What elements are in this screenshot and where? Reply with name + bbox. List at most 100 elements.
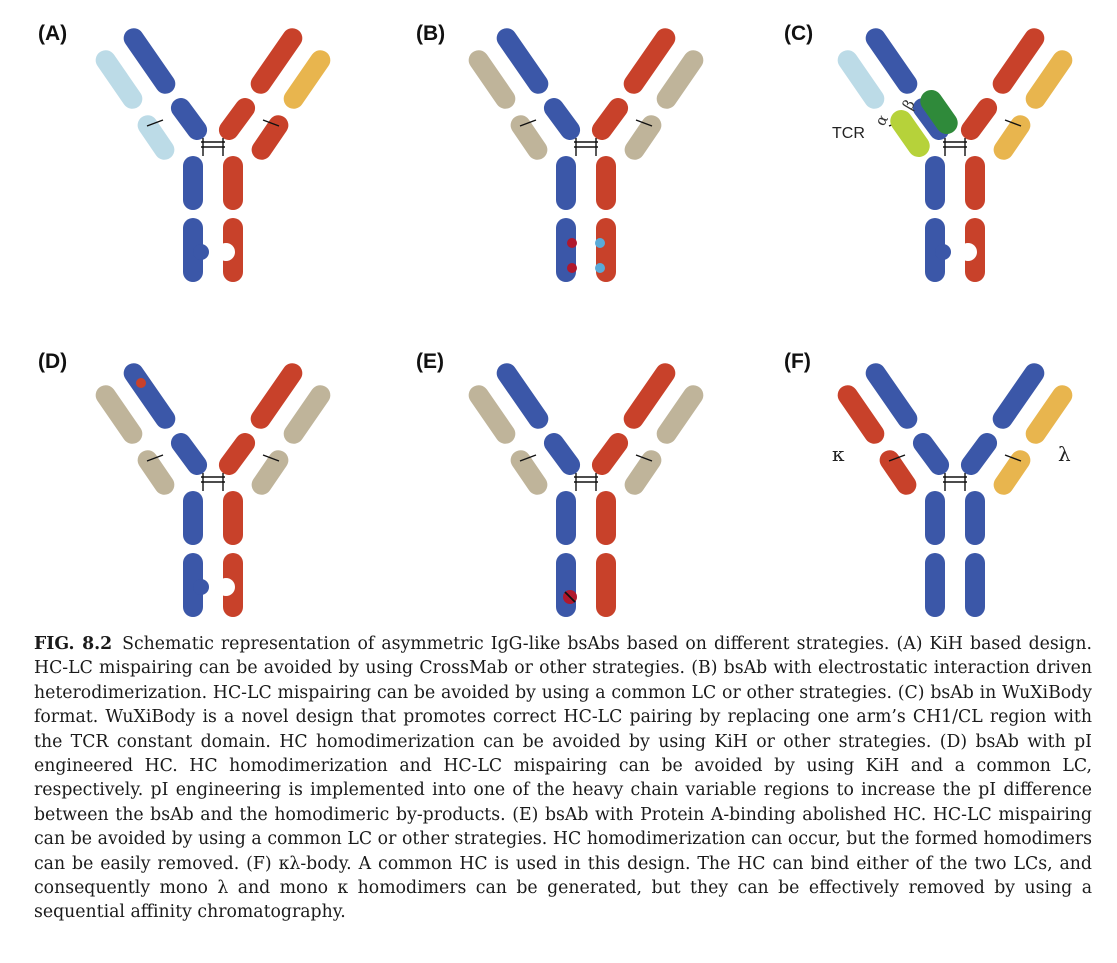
left-heavy-v-domain <box>865 363 918 429</box>
right-heavy-v-domain <box>250 363 303 429</box>
right-heavy-ch1-domain <box>591 98 629 140</box>
panel-label-f: (F) <box>784 350 811 373</box>
left-heavy-ch1-domain <box>543 433 581 475</box>
right-heavy-v-domain <box>250 28 303 94</box>
right-ch2-domain <box>223 156 243 210</box>
left-heavy-v-domain <box>123 363 176 429</box>
antibody-e <box>468 363 704 617</box>
right-heavy-ch1-domain <box>218 98 256 140</box>
positive-charge-dot <box>595 263 605 273</box>
right-light-v-domain <box>283 50 331 109</box>
left-lc-hc-disulfide <box>519 454 537 462</box>
left-heavy-v-domain <box>865 28 918 94</box>
protein-a-abolished-mark <box>564 591 576 603</box>
hole-shape <box>217 578 235 596</box>
panel-label-e: (E) <box>416 350 444 373</box>
left-light-v-domain <box>95 385 143 444</box>
left-light-c-domain <box>879 450 917 495</box>
panel-label-c: (C) <box>784 22 813 45</box>
left-lc-hc-disulfide <box>146 454 164 462</box>
left-lc-hc-disulfide <box>146 119 164 127</box>
left-heavy-ch1-domain <box>543 98 581 140</box>
left-light-c-domain <box>137 450 175 495</box>
right-ch2-domain <box>223 491 243 545</box>
right-ch2-domain <box>596 491 616 545</box>
panel-label-a: (A) <box>38 22 67 45</box>
hole-shape <box>217 243 235 261</box>
left-heavy-v-domain <box>496 28 549 94</box>
right-light-v-domain <box>656 385 704 444</box>
right-light-c-domain <box>251 115 289 160</box>
right-heavy-v-domain <box>623 28 676 94</box>
left-light-c-domain <box>510 450 548 495</box>
negative-charge-dot <box>567 238 577 248</box>
right-ch2-domain <box>965 156 985 210</box>
panel-label-d: (D) <box>38 350 67 373</box>
left-light-v-domain <box>468 385 516 444</box>
panel-label-b: (B) <box>416 22 445 45</box>
left-ch2-domain <box>556 491 576 545</box>
right-light-c-domain <box>993 115 1031 160</box>
caption-text: Schematic representation of asymmetric I… <box>34 634 1092 923</box>
tcr-alpha-domain <box>890 110 930 157</box>
left-light-c-domain <box>137 115 175 160</box>
knob-shape <box>193 579 209 595</box>
right-heavy-v-domain <box>992 363 1045 429</box>
left-heavy-v-domain <box>496 363 549 429</box>
antibody-d <box>95 363 331 617</box>
left-lc-hc-disulfide <box>519 119 537 127</box>
antibody-c <box>837 28 1073 282</box>
antibody-schematic-figure: (A) (B) (C) (D) (E) (F) TCR α β κ λ <box>38 22 1073 617</box>
left-ch2-domain <box>925 156 945 210</box>
right-light-c-domain <box>624 450 662 495</box>
left-heavy-ch1-domain <box>170 98 208 140</box>
right-light-v-domain <box>1025 50 1073 109</box>
right-ch3-domain <box>596 553 616 617</box>
hole-shape <box>959 243 977 261</box>
right-heavy-v-domain <box>992 28 1045 94</box>
right-ch2-domain <box>965 491 985 545</box>
positive-charge-dot <box>595 238 605 248</box>
right-light-v-domain <box>1025 385 1073 444</box>
left-light-v-domain <box>95 50 143 109</box>
right-lc-hc-disulfide <box>1004 119 1022 127</box>
left-light-v-domain <box>468 50 516 109</box>
left-ch3-domain <box>556 553 576 617</box>
left-ch3-domain <box>925 218 945 282</box>
right-lc-hc-disulfide <box>262 119 280 127</box>
left-heavy-ch1-domain <box>170 433 208 475</box>
left-light-v-domain <box>837 385 885 444</box>
lambda-label: λ <box>1058 442 1071 466</box>
pi-engineering-dot <box>136 378 146 388</box>
right-heavy-ch1-domain <box>960 433 998 475</box>
left-ch2-domain <box>556 156 576 210</box>
left-ch3-domain <box>183 553 203 617</box>
negative-charge-dot <box>567 263 577 273</box>
knob-shape <box>935 244 951 260</box>
right-heavy-v-domain <box>623 363 676 429</box>
left-lc-hc-disulfide <box>888 454 906 462</box>
alpha-label: α <box>871 111 892 129</box>
right-lc-hc-disulfide <box>262 454 280 462</box>
left-ch3-domain <box>183 218 203 282</box>
left-light-v-domain <box>837 50 885 109</box>
right-ch2-domain <box>596 156 616 210</box>
right-heavy-ch1-domain <box>591 433 629 475</box>
right-heavy-ch1-domain <box>960 98 998 140</box>
kappa-label: κ <box>832 442 845 466</box>
figure-number: FIG. 8.2 <box>34 634 113 654</box>
tcr-label: TCR <box>832 125 865 142</box>
left-heavy-v-domain <box>123 28 176 94</box>
left-heavy-ch1-domain <box>912 433 950 475</box>
right-lc-hc-disulfide <box>635 454 653 462</box>
right-heavy-ch1-domain <box>218 433 256 475</box>
antibody-a <box>95 28 331 282</box>
left-ch2-domain <box>925 491 945 545</box>
right-light-c-domain <box>993 450 1031 495</box>
left-ch2-domain <box>183 156 203 210</box>
right-lc-hc-disulfide <box>1004 454 1022 462</box>
antibody-f <box>837 363 1073 617</box>
right-light-v-domain <box>283 385 331 444</box>
left-light-c-domain <box>510 115 548 160</box>
